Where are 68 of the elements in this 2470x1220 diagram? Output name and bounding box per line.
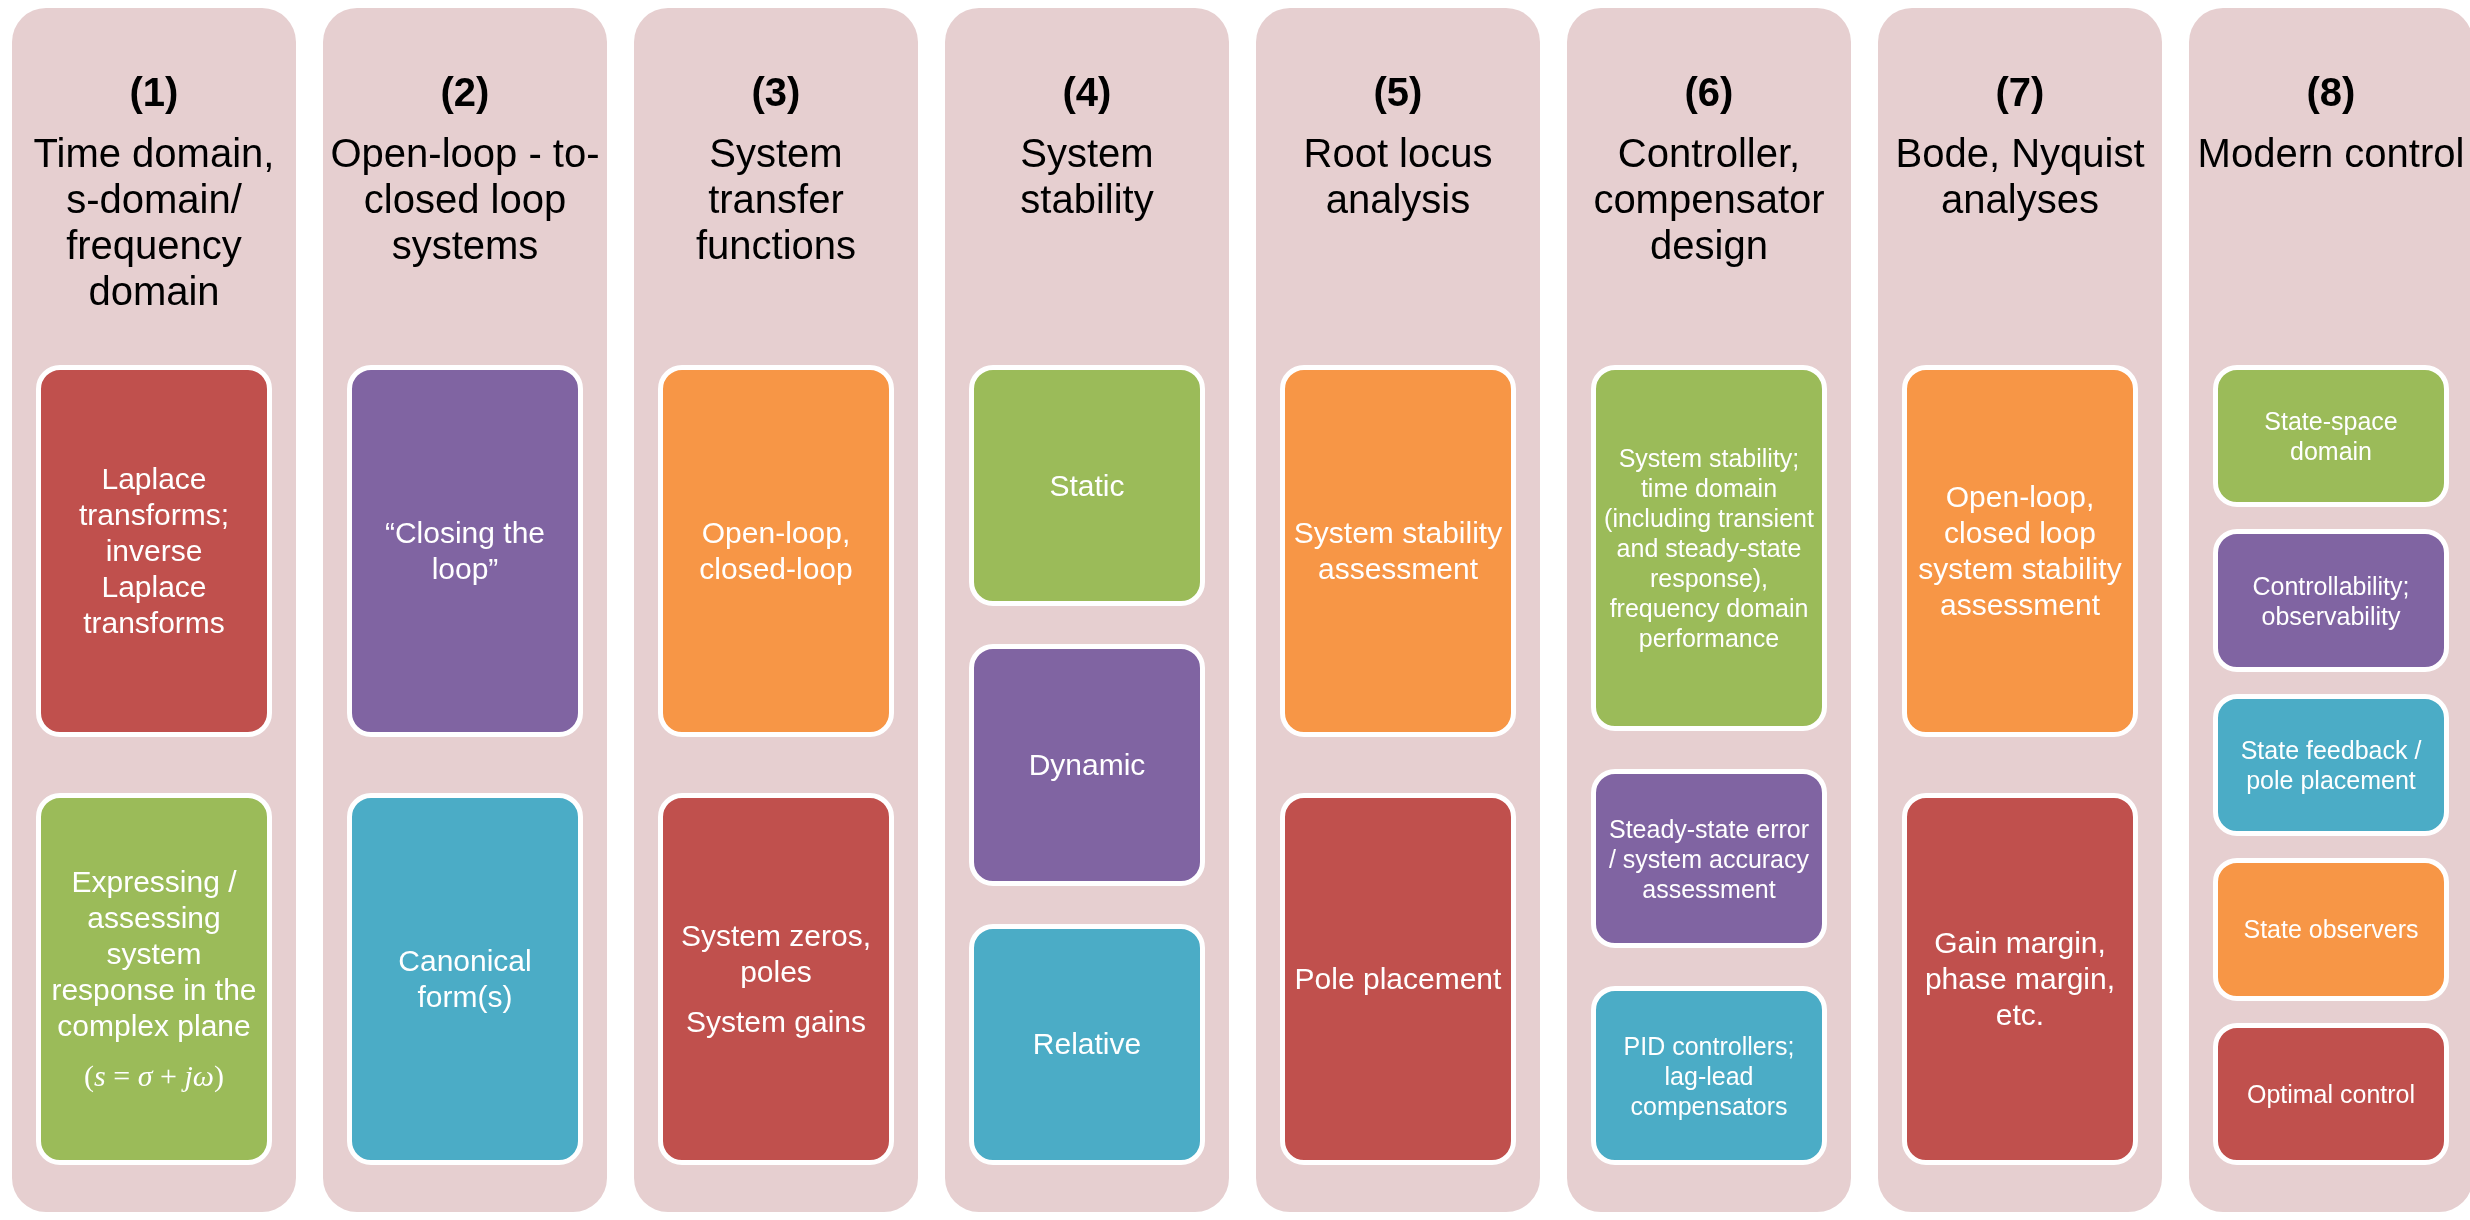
column-panel <box>945 8 1229 1212</box>
topic-box <box>36 365 272 737</box>
topic-box <box>36 793 272 1165</box>
topic-box <box>2213 529 2449 672</box>
topic-box <box>2213 858 2449 1001</box>
column-number: (1) <box>128 70 180 115</box>
column-number: (3) <box>750 70 802 115</box>
topic-text: State feedback / pole placement <box>2239 735 2423 795</box>
topic-text: State-space domain <box>2263 406 2399 467</box>
column-title: Open-loop - to- closed loop systems <box>329 130 601 268</box>
topic-box <box>1591 769 1827 949</box>
topic-text: PID controllers; lag-lead compensators <box>1622 1030 1796 1121</box>
topic-text: State observers <box>2243 914 2419 945</box>
topic-box <box>1280 793 1516 1165</box>
topic-box <box>658 365 894 737</box>
topic-text: Dynamic <box>1028 747 1146 783</box>
column-title: Root locus analysis <box>1302 130 1494 222</box>
topic-text: Steady-state error / system accuracy assessment <box>1607 813 1811 904</box>
topic-text: Expressing / assessing system response in the complex plane <box>50 864 258 1044</box>
topic-text: System stability; time domain (including transient and steady-state response), frequency domain performance <box>1604 443 1814 654</box>
column-title: Modern control <box>2196 130 2466 176</box>
column-number: (8) <box>2305 70 2357 115</box>
topic-box <box>969 923 1205 1165</box>
column-panel <box>12 8 296 1212</box>
topic-text: Open-loop, closed loop system stability assessment <box>1917 479 2123 623</box>
topic-box <box>969 644 1205 886</box>
column-panel <box>1256 8 1540 1212</box>
column-number: (5) <box>1372 70 1424 115</box>
column-title: System stability <box>1019 130 1155 222</box>
column-panel <box>634 8 918 1212</box>
topic-text: System gains <box>685 1004 867 1040</box>
topic-box <box>1280 365 1516 737</box>
topic-box <box>2213 693 2449 837</box>
column-number: (2) <box>439 70 491 115</box>
column-panel <box>1878 8 2162 1212</box>
topic-text: System stability assessment <box>1293 515 1503 587</box>
topic-box <box>969 365 1205 607</box>
topic-text: “Closing the loop” <box>383 515 547 587</box>
topic-text: Controllability; observability <box>2251 570 2411 631</box>
topic-text: Laplace transforms; inverse Laplace transforms <box>78 461 230 641</box>
column-title: Bode, Nyquist analyses <box>1894 130 2146 222</box>
topic-text: Pole placement <box>1294 961 1502 997</box>
topic-box <box>1591 365 1827 732</box>
topic-text: Static <box>1049 467 1125 504</box>
column-panel <box>1567 8 1851 1212</box>
topic-text: Optimal control <box>2246 1078 2416 1109</box>
column-panel <box>323 8 607 1212</box>
topic-text: Gain margin, phase margin, etc. <box>1923 925 2117 1033</box>
column-panel <box>2189 8 2470 1212</box>
topic-box <box>658 793 894 1165</box>
topic-text: System zeros, poles <box>679 918 873 990</box>
topic-box <box>1902 365 2138 737</box>
topic-box <box>2213 365 2449 508</box>
topic-text: Relative <box>1032 1026 1142 1063</box>
topic-text: (s = σ + jω) <box>84 1058 224 1094</box>
topic-text: Canonical form(s) <box>397 943 533 1015</box>
column-title: System transfer functions <box>694 130 858 268</box>
topic-box <box>347 365 583 737</box>
topic-box <box>1902 793 2138 1165</box>
topic-text: Open-loop, closed-loop <box>698 515 854 587</box>
column-number: (4) <box>1061 70 1113 115</box>
column-title: Time domain, s-domain/ frequency domain <box>32 130 276 314</box>
column-number: (7) <box>1994 70 2046 115</box>
topic-box <box>2213 1022 2449 1165</box>
topic-box <box>1591 986 1827 1165</box>
column-title: Controller, compensator design <box>1592 130 1826 268</box>
column-number: (6) <box>1683 70 1735 115</box>
topic-box <box>347 793 583 1165</box>
